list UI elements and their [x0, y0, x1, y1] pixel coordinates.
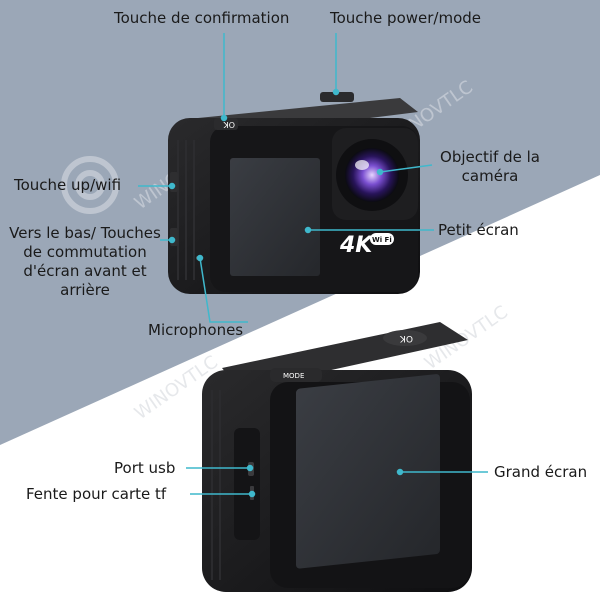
small-screen — [230, 158, 320, 276]
power-mode-button[interactable] — [320, 92, 354, 102]
label-large-screen: Grand écran — [494, 463, 588, 481]
front-camera: OK 4K Wi Fi — [168, 92, 420, 294]
large-screen — [296, 374, 440, 569]
label-usb-port: Port usb — [114, 459, 176, 477]
label-up-wifi: Touche up/wifi — [14, 176, 122, 194]
label-small-screen: Petit écran — [438, 221, 519, 239]
mode-mark: MODE — [283, 372, 304, 380]
label-power-mode-key: Touche power/mode — [330, 9, 482, 27]
resolution-logo: 4K — [339, 233, 374, 258]
label-microphones: Microphones — [148, 321, 244, 339]
callout-lines — [138, 33, 488, 498]
ok-button[interactable] — [383, 330, 427, 346]
back-camera: MODE OK — [202, 322, 472, 592]
label-down-switch: Vers le bas/ Touches de commutation d'éc… — [9, 224, 161, 299]
label-lens: Objectif de la caméra — [440, 148, 540, 185]
label-tf-slot: Fente pour carte tf — [26, 485, 167, 503]
wifi-logo: Wi Fi — [372, 236, 392, 244]
ok-mark-top: OK — [223, 120, 235, 129]
ok-mark-back: OK — [399, 333, 413, 343]
confirm-button[interactable] — [214, 118, 238, 130]
mode-button[interactable] — [270, 368, 322, 382]
label-confirm-key: Touche de confirmation — [114, 9, 290, 27]
